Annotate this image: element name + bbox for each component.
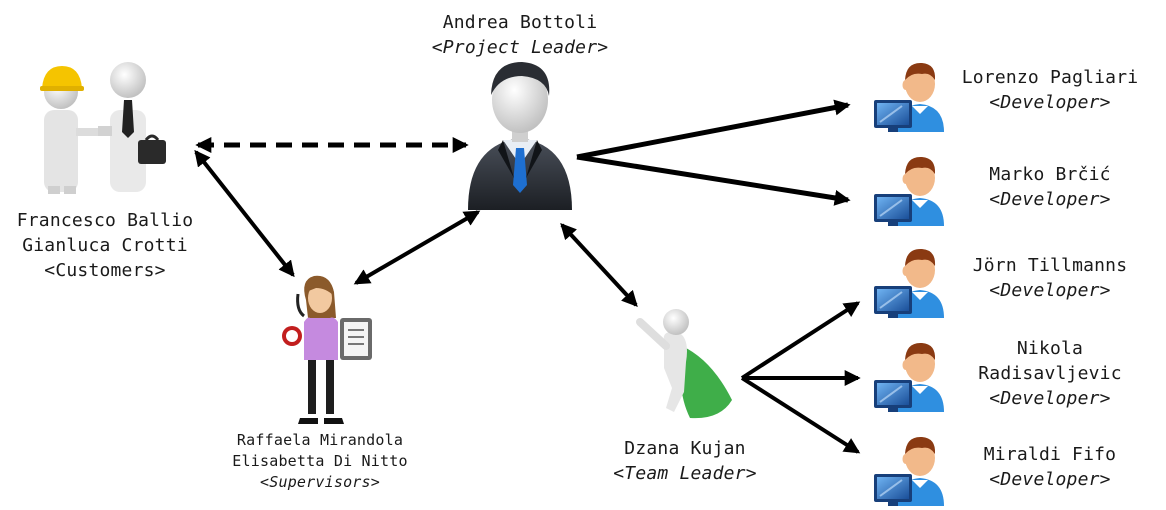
- supervisors-label: Raffaela Mirandola Elisabetta Di Nitto <…: [205, 430, 435, 493]
- developer-at-computer-icon: [873, 155, 945, 226]
- supervisor-name-1: Raffaela Mirandola: [236, 431, 404, 449]
- arrow-project-leader-developer-2: [576, 154, 851, 206]
- arrow-customers-supervisors: [194, 149, 295, 278]
- developer-label-1: Lorenzo Pagliari <Developer>: [950, 65, 1150, 115]
- developer-role: <Developer>: [989, 189, 1111, 210]
- developer-at-computer-icon: [873, 61, 945, 132]
- project-leader-role: <Project Leader>: [431, 37, 609, 58]
- developer-name: Marko Brčić: [989, 164, 1111, 185]
- arrow-team-leader-developer-3: [740, 301, 861, 380]
- customer-name-2: Gianluca Crotti: [22, 235, 188, 256]
- arrow-project-leader-team-leader: [560, 223, 638, 307]
- developer-label-5: Miraldi Fifo <Developer>: [950, 442, 1150, 492]
- customers-role: <Customers>: [44, 260, 166, 281]
- team-leader-role: <Team Leader>: [613, 463, 757, 484]
- developer-name-cont: Radisavljevic: [978, 363, 1122, 384]
- arrow-project-leader-developer-1: [576, 99, 851, 160]
- developer-role: <Developer>: [989, 388, 1111, 409]
- project-leader-label: Andrea Bottoli <Project Leader>: [400, 10, 640, 60]
- arrow-team-leader-developer-5: [740, 376, 861, 454]
- team-leader-label: Dzana Kujan <Team Leader>: [585, 436, 785, 486]
- team-leader-name: Dzana Kujan: [624, 438, 746, 459]
- developer-name: Lorenzo Pagliari: [961, 67, 1139, 88]
- handshake-icon: [40, 62, 166, 194]
- developer-at-computer-icon: [873, 435, 945, 506]
- developer-name: Jörn Tillmanns: [972, 255, 1128, 276]
- supervisors-role: <Supervisors>: [260, 473, 380, 491]
- developer-role: <Developer>: [989, 92, 1111, 113]
- arrow-supervisors-project-leader: [353, 210, 481, 285]
- developer-name: Miraldi Fifo: [983, 444, 1117, 465]
- developer-label-4: Nikola Radisavljevic <Developer>: [950, 336, 1150, 411]
- supervisor-with-clipboard-icon: [282, 275, 372, 424]
- superhero-icon: [636, 309, 732, 419]
- customer-name-1: Francesco Ballio: [16, 210, 194, 231]
- supervisor-name-2: Elisabetta Di Nitto: [232, 452, 408, 470]
- developer-label-3: Jörn Tillmanns <Developer>: [950, 253, 1150, 303]
- developer-label-2: Marko Brčić <Developer>: [950, 162, 1150, 212]
- developer-role: <Developer>: [989, 280, 1111, 301]
- customers-label: Francesco Ballio Gianluca Crotti <Custom…: [0, 208, 210, 283]
- developer-role: <Developer>: [989, 469, 1111, 490]
- developer-name: Nikola: [1016, 338, 1084, 359]
- developer-at-computer-icon: [873, 247, 945, 318]
- developer-at-computer-icon: [873, 341, 945, 412]
- project-leader-name: Andrea Bottoli: [442, 12, 598, 33]
- businessman-icon: [468, 62, 572, 210]
